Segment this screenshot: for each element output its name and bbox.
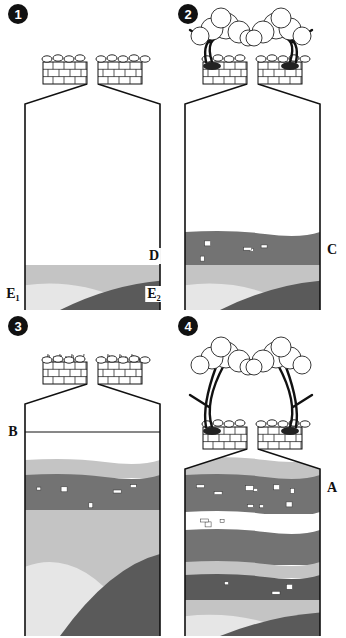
layer-letter: E₂	[145, 286, 163, 302]
callout-number: 2	[184, 8, 191, 21]
callout-number: 3	[14, 320, 21, 333]
layer-letter: D	[147, 248, 161, 264]
callout-number: 1	[14, 8, 21, 21]
level-letter: B	[6, 424, 19, 440]
layer-letter: E₁	[4, 286, 22, 302]
callout-number: 4	[184, 320, 191, 333]
layer-letter: A	[325, 480, 339, 496]
layer-letter: C	[325, 242, 339, 258]
